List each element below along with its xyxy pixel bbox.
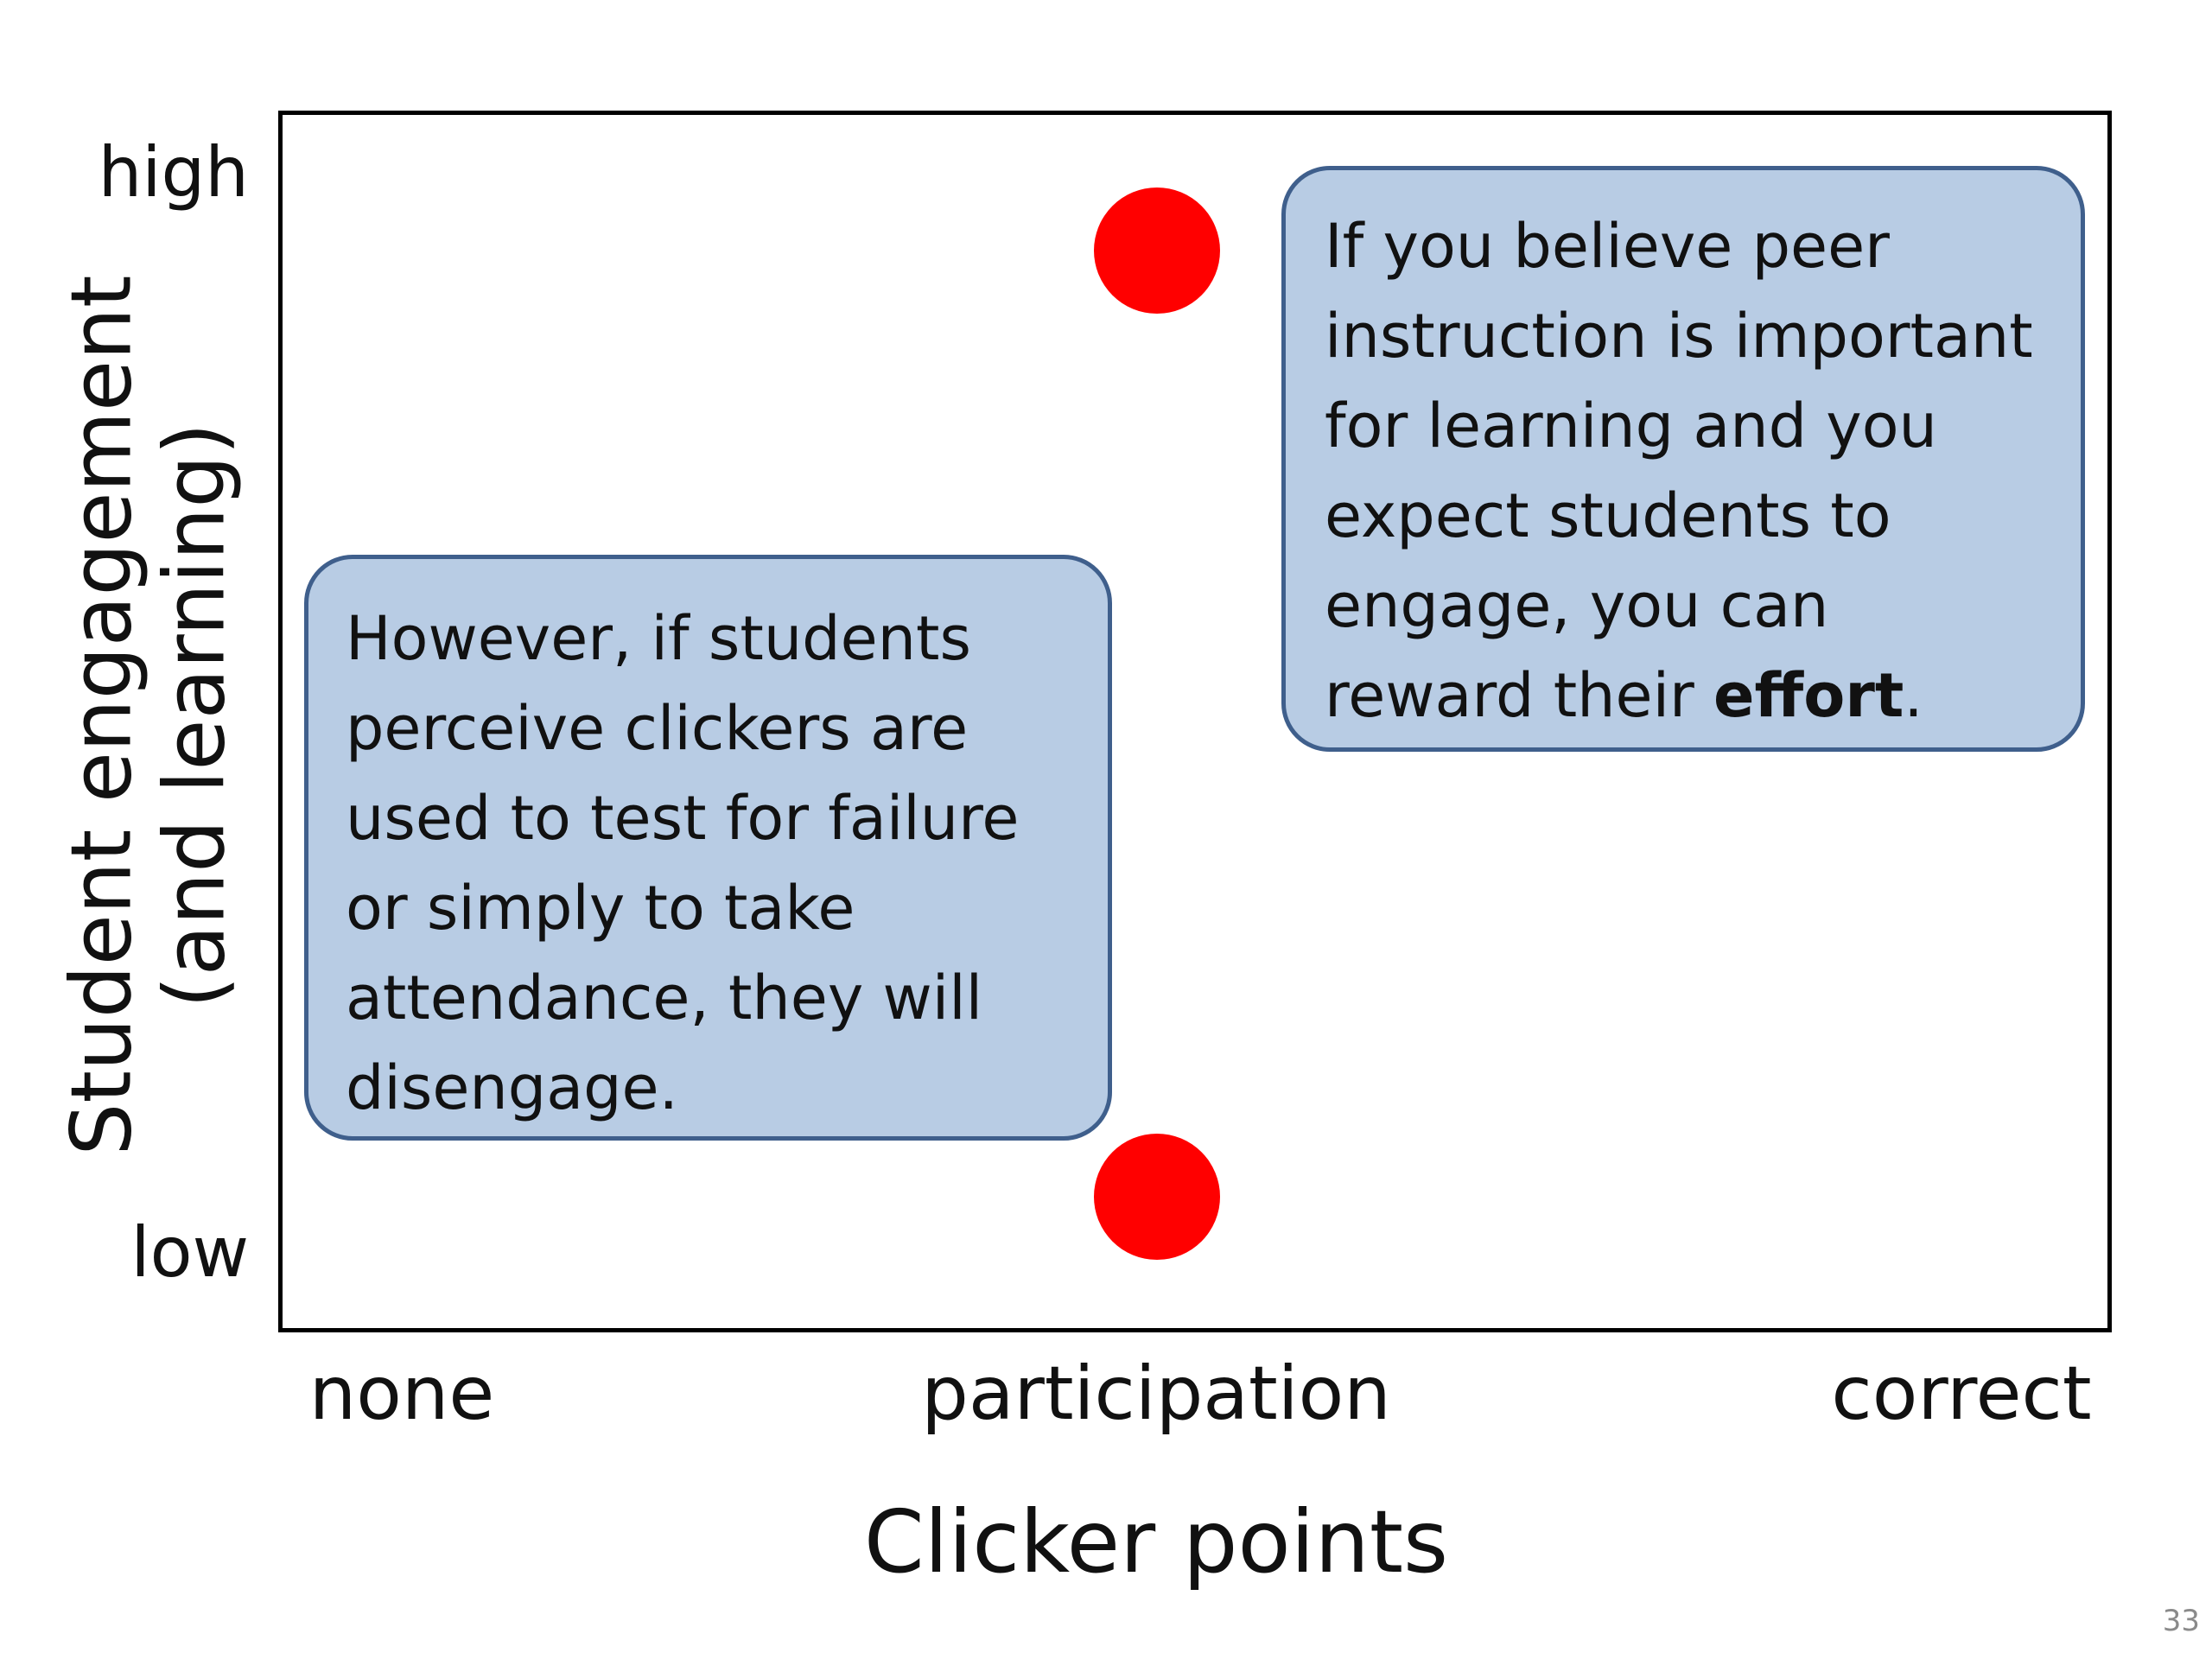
- callout-left-line: attendance, they will: [346, 963, 983, 1033]
- callout-right-line: If you believe peer: [1325, 211, 1890, 282]
- callout-left-line: perceive clickers are: [346, 693, 969, 764]
- callout-right-last-line: reward their effort.: [1325, 651, 2063, 741]
- callout-right-last-prefix: reward their: [1325, 660, 1714, 731]
- callout-left-line: or simply to take: [346, 873, 855, 944]
- callout-right-line: expect students to: [1325, 480, 1891, 551]
- data-point-high: [1094, 188, 1220, 314]
- callout-right-last-suffix: .: [1904, 660, 1923, 731]
- callout-left-line: used to test for failure: [346, 783, 1020, 854]
- callout-left-line: However, if students: [346, 603, 971, 674]
- y-tick-low: low: [130, 1212, 249, 1293]
- callout-right: If you believe peer instruction is impor…: [1281, 166, 2085, 752]
- y-tick-high: high: [98, 132, 249, 213]
- x-tick-participation: participation: [921, 1351, 1391, 1437]
- callout-right-emphasis: effort: [1713, 660, 1904, 731]
- x-axis-title: Clicker points: [863, 1491, 1449, 1592]
- x-tick-correct: correct: [1831, 1351, 2092, 1437]
- callout-right-line: engage, you can: [1325, 570, 1829, 641]
- y-axis-title-line-2: (and learning): [146, 423, 243, 1008]
- callout-right-line: for learning and you: [1325, 391, 1937, 461]
- page-number: 33: [2162, 1604, 2200, 1638]
- data-point-low: [1094, 1134, 1220, 1260]
- y-axis-title: Student engagement (and learning): [53, 240, 243, 1191]
- callout-right-line: instruction is important: [1325, 301, 2033, 372]
- y-axis-title-line-1: Student engagement: [53, 275, 150, 1156]
- callout-left-line: disengage.: [346, 1052, 678, 1123]
- callout-left: However, if students perceive clickers a…: [304, 555, 1112, 1141]
- x-tick-none: none: [308, 1351, 495, 1437]
